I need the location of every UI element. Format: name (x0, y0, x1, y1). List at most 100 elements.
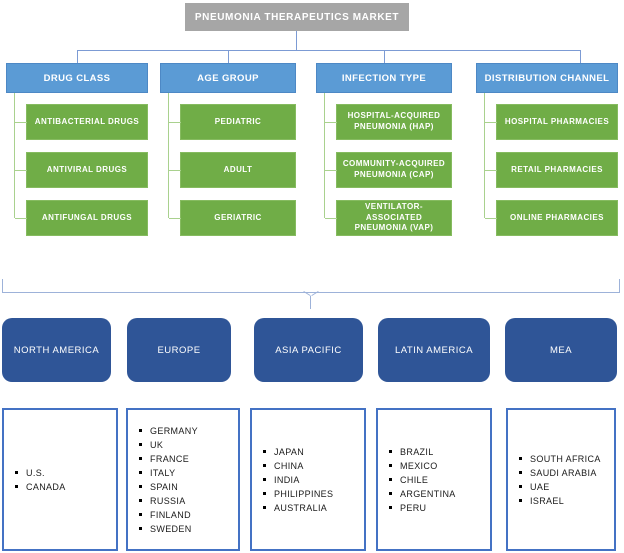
country-label: SPAIN (150, 481, 179, 492)
country-label: UK (150, 439, 164, 450)
country-label: GERMANY (150, 425, 198, 436)
segment-item-label: VENTILATOR-ASSOCIATED PNEUMONIA (VAP) (354, 201, 434, 233)
bullet-icon (389, 464, 392, 467)
country-item: CHINA (263, 459, 333, 473)
country-item: SWEDEN (139, 522, 198, 536)
bullet-icon (139, 443, 142, 446)
segment-item: ONLINE PHARMACIES (485, 200, 618, 236)
country-item: FRANCE (139, 452, 198, 466)
country-label: MEXICO (400, 460, 438, 471)
bullet-icon (263, 478, 266, 481)
country-item: ISRAEL (519, 494, 601, 508)
region-label: NORTH AMERICA (13, 344, 100, 356)
segment-item: ANTIVIRAL DRUGS (15, 152, 148, 188)
segment-item: ANTIFUNGAL DRUGS (15, 200, 148, 236)
segment-item-label: HOSPITAL PHARMACIES (504, 116, 610, 126)
country-label: UAE (530, 481, 550, 492)
connector-line (228, 50, 229, 63)
segment-item-label: COMMUNITY-ACQUIRED PNEUMONIA (CAP) (342, 159, 446, 179)
country-item: BRAZIL (389, 445, 456, 459)
region-box: LATIN AMERICA (378, 318, 490, 382)
country-label: BRAZIL (400, 446, 434, 457)
country-item: GERMANY (139, 424, 198, 438)
country-label: U.S. (26, 467, 45, 478)
bracket-end-tick (2, 279, 3, 292)
country-label: RUSSIA (150, 495, 186, 506)
country-list-box: BRAZIL MEXICO CHILE ARGENTINA PERU (376, 408, 492, 551)
connector-line (77, 50, 78, 63)
bracket-end-tick (619, 279, 620, 292)
country-item: ITALY (139, 466, 198, 480)
segment-item-label: RETAIL PHARMACIES (511, 164, 603, 174)
bullet-icon (263, 492, 266, 495)
bullet-icon (263, 450, 266, 453)
country-item: CHILE (389, 473, 456, 487)
country-label: SAUDI ARABIA (530, 467, 597, 478)
segment-item-label: ANTIBACTERIAL DRUGS (34, 116, 140, 126)
region-label: ASIA PACIFIC (275, 344, 342, 356)
connector-line (580, 50, 581, 63)
segment-item: HOSPITAL PHARMACIES (485, 104, 618, 140)
country-label: CHILE (400, 474, 429, 485)
segment-header: DRUG CLASS (6, 63, 148, 93)
segment-item: PEDIATRIC (169, 104, 296, 140)
bullet-icon (139, 471, 142, 474)
bullet-icon (263, 506, 266, 509)
country-item: PHILIPPINES (263, 487, 333, 501)
segment-item: HOSPITAL-ACQUIRED PNEUMONIA (HAP) (325, 104, 452, 140)
country-label: ARGENTINA (400, 488, 456, 499)
segment-item-label: ONLINE PHARMACIES (510, 212, 604, 222)
segment-column: INFECTION TYPE HOSPITAL-ACQUIRED PNEUMON… (316, 63, 452, 239)
segment-item: GERIATRIC (169, 200, 296, 236)
segment-item-label: ADULT (223, 164, 253, 174)
country-label: ITALY (150, 467, 176, 478)
country-list-box: JAPAN CHINA INDIA PHILIPPINES AUSTRALIA (250, 408, 366, 551)
country-item: FINLAND (139, 508, 198, 522)
segment-header-label: DISTRIBUTION CHANNEL (484, 72, 610, 84)
country-label: JAPAN (274, 446, 305, 457)
bullet-icon (139, 513, 142, 516)
country-item: U.S. (15, 466, 66, 480)
bullet-icon (139, 527, 142, 530)
country-item: INDIA (263, 473, 333, 487)
bullet-icon (139, 457, 142, 460)
segment-item-label: GERIATRIC (214, 212, 262, 222)
connector-line (14, 93, 15, 218)
segment-header-label: INFECTION TYPE (341, 72, 427, 84)
segment-item: RETAIL PHARMACIES (485, 152, 618, 188)
bullet-icon (519, 471, 522, 474)
bracket-pointer (310, 296, 311, 309)
bullet-icon (139, 499, 142, 502)
country-item: UK (139, 438, 198, 452)
region-box: MEA (505, 318, 617, 382)
bullet-icon (139, 485, 142, 488)
country-label: CHINA (274, 460, 304, 471)
bullet-icon (519, 457, 522, 460)
country-item: JAPAN (263, 445, 333, 459)
bullet-icon (389, 450, 392, 453)
bullet-icon (15, 485, 18, 488)
country-label: CANADA (26, 481, 66, 492)
country-item: MEXICO (389, 459, 456, 473)
country-label: SWEDEN (150, 523, 192, 534)
connector-line (324, 93, 325, 218)
connector-line (296, 31, 297, 50)
country-label: PHILIPPINES (274, 488, 334, 499)
country-item: SOUTH AFRICA (519, 452, 601, 466)
segment-item-label: ANTIFUNGAL DRUGS (41, 212, 133, 222)
bracket-line (2, 292, 620, 293)
country-list-box: GERMANY UK FRANCE ITALY SPAIN RUSSIA FIN… (126, 408, 240, 551)
bullet-icon (389, 506, 392, 509)
country-list: U.S. CANADA (4, 466, 69, 494)
country-item: CANADA (15, 480, 66, 494)
segment-header: INFECTION TYPE (316, 63, 452, 93)
bullet-icon (519, 499, 522, 502)
segment-item-label: HOSPITAL-ACQUIRED PNEUMONIA (HAP) (347, 111, 441, 131)
segment-item-label: ANTIVIRAL DRUGS (46, 164, 128, 174)
region-label: LATIN AMERICA (394, 344, 474, 356)
segment-header: DISTRIBUTION CHANNEL (476, 63, 618, 93)
region-label: MEA (549, 344, 573, 356)
segment-column: DISTRIBUTION CHANNEL HOSPITAL PHARMACIES… (476, 63, 618, 239)
country-item: SPAIN (139, 480, 198, 494)
